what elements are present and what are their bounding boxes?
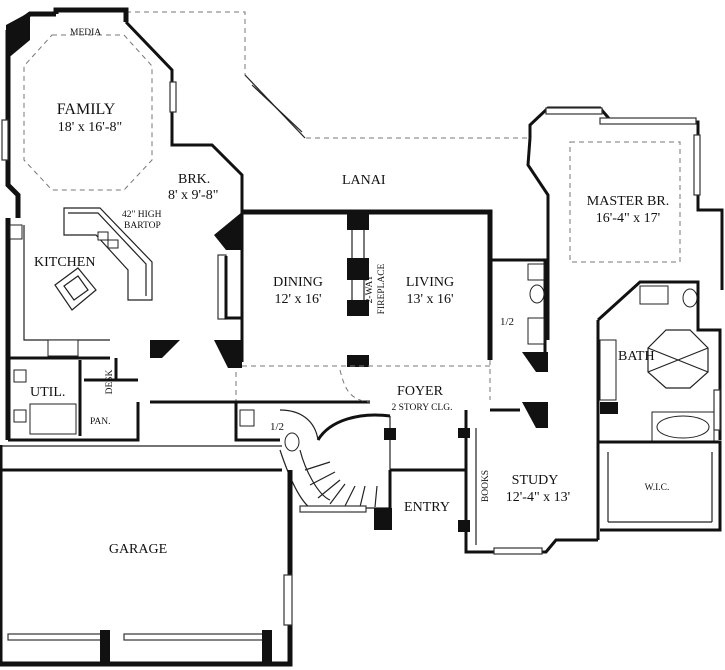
study-label: STUDY <box>512 473 559 488</box>
wic-label: W.I.C. <box>645 483 670 493</box>
util-label: UTIL. <box>30 385 65 400</box>
half-bath-east <box>490 258 548 372</box>
garage-label: GARAGE <box>109 542 167 557</box>
family-size: 18' x 16'-8" <box>58 120 122 135</box>
garage-walls <box>0 400 293 667</box>
brk-size: 8' x 9'-8" <box>168 188 218 203</box>
dining-label: DINING <box>273 275 323 290</box>
bath-label: BATH <box>618 349 655 364</box>
half-bath-foyer <box>234 402 319 452</box>
foyer-note: 2 STORY CLG. <box>392 403 453 413</box>
family-wing-walls <box>1 7 244 218</box>
utility-pantry <box>5 340 180 442</box>
master-walls <box>526 106 724 340</box>
desk-label: DESK <box>105 369 115 394</box>
master-ceiling-outline <box>569 141 681 263</box>
kitchen-label: KITCHEN <box>34 255 95 270</box>
study-size: 12'-4" x 13' <box>506 490 570 505</box>
foyer-stair <box>236 369 470 532</box>
master-size: 16'-4" x 17' <box>596 211 660 226</box>
family-label: FAMILY <box>57 101 116 118</box>
bath-area <box>596 280 722 540</box>
lanai-outline <box>126 11 530 139</box>
foyer-label: FOYER <box>397 384 444 399</box>
bartop-label-2: BARTOP <box>124 221 161 231</box>
kitchen-counters <box>5 218 110 360</box>
half-bath-east-label: 1/2 <box>500 316 514 328</box>
brk-label: BRK. <box>178 172 210 187</box>
half-bath-foyer-label: 1/2 <box>270 421 284 433</box>
entry-label: ENTRY <box>404 500 450 515</box>
living-size: 13' x 16' <box>406 292 453 307</box>
kitchen-island <box>54 267 97 311</box>
dining-living-walls <box>214 209 493 420</box>
fireplace-label-2: FIREPLACE <box>377 263 387 314</box>
wic-walls <box>598 440 722 532</box>
books-label: BOOKS <box>481 470 491 502</box>
media-label: MEDIA <box>70 28 101 38</box>
fireplace-label-1: 2-WAY <box>365 275 375 304</box>
master-label: MASTER BR. <box>587 194 669 209</box>
family-ceiling-outline <box>23 34 153 191</box>
bartop-label-1: 42" HIGH <box>122 210 162 220</box>
lanai-label: LANAI <box>342 173 386 188</box>
living-label: LIVING <box>406 275 454 290</box>
pan-label: PAN. <box>90 417 111 427</box>
dining-size: 12' x 16' <box>274 292 321 307</box>
kitchen-bartop <box>63 207 153 301</box>
